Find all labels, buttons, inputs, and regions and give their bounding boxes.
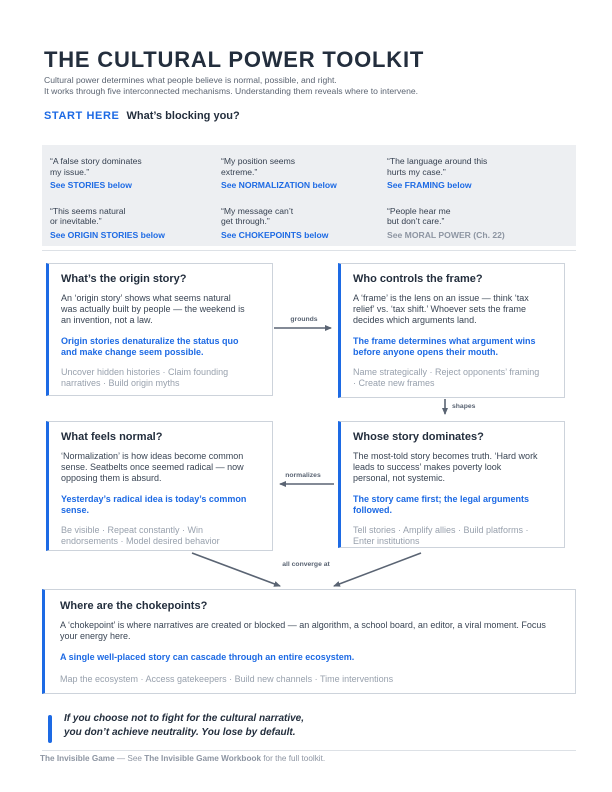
footer-note: The Invisible Game — See The Invisible G… [40,754,326,763]
arrow-converge-right [333,552,422,587]
link-see-normalization[interactable]: See NORMALIZATION below [221,180,337,191]
pull-quote-accent-bar [48,715,52,743]
arrow-label-grounds: grounds [290,316,318,323]
box-title: Who controls the frame? [353,273,483,285]
link-see-framing[interactable]: See FRAMING below [387,180,472,191]
footer-divider [42,750,576,751]
box-key-insight: The story came first; the legal argument… [353,493,530,515]
box-title: What’s the origin story? [61,273,187,285]
box-actions: Map the ecosystem · Access gatekeepers ·… [60,673,394,684]
box-actions: Be visible · Repeat constantly · Win end… [61,525,220,547]
page-title: THE CULTURAL POWER TOOLKIT [44,47,425,72]
box-body: A ‘frame’ is the lens on an issue — thin… [353,293,529,326]
link-see-chokepoints[interactable]: See CHOKEPOINTS below [221,229,329,240]
flow-box-origin-story: What’s the origin story? An ‘origin stor… [46,263,273,396]
start-here-row: START HERE What’s blocking you? [44,110,240,122]
section-divider-top [42,250,576,251]
box-actions: Tell stories · Amplify allies · Build pl… [353,525,529,547]
start-here-label: START HERE [44,110,120,122]
box-key-insight: Yesterday’s radical idea is today’s comm… [61,493,247,515]
box-key-insight: A single well-placed story can cascade t… [60,652,355,663]
link-see-origin-stories[interactable]: See ORIGIN STORIES below [50,229,165,240]
arrow-label-converge: all converge at [282,561,330,568]
box-title: Whose story dominates? [353,431,484,443]
flow-box-chokepoints: Where are the chokepoints? A ‘chokepoint… [42,589,576,694]
link-see-stories[interactable]: See STORIES below [50,180,132,191]
box-actions: Name strategically · Reject opponents’ f… [353,367,540,389]
box-key-insight: The frame determines what argument wins … [353,335,536,357]
page-subtitle: Cultural power determines what people be… [44,75,418,97]
ref-see-moral-power: See MORAL POWER (Ch. 22) [387,229,505,240]
box-body: The most-told story becomes truth. ‘Hard… [353,451,538,484]
subtitle-line-1: Cultural power determines what people be… [44,75,337,85]
arrow-label-shapes: shapes [452,403,476,410]
flow-box-normalization: What feels normal? ‘Normalization’ is ho… [46,421,273,551]
box-body: A ‘chokepoint’ is where narratives are c… [60,620,546,642]
box-title: What feels normal? [61,431,163,443]
flow-box-stories: Whose story dominates? The most-told sto… [338,421,565,548]
arrow-converge-left [191,552,281,587]
box-body: An ‘origin story’ shows what seems natur… [61,293,245,326]
start-here-question: What’s blocking you? [126,110,240,122]
flow-box-framing: Who controls the frame? A ‘frame’ is the… [338,263,565,398]
pull-quote: If you choose not to fight for the cultu… [64,713,305,738]
box-actions: Uncover hidden histories · Claim foundin… [61,367,229,389]
box-title: Where are the chokepoints? [60,600,208,612]
arrow-label-normalizes: normalizes [285,472,321,479]
subtitle-line-2: It works through five interconnected mec… [44,86,419,96]
box-body: ‘Normalization’ is how ideas become comm… [61,451,244,484]
box-key-insight: Origin stories denaturalize the status q… [61,335,239,357]
